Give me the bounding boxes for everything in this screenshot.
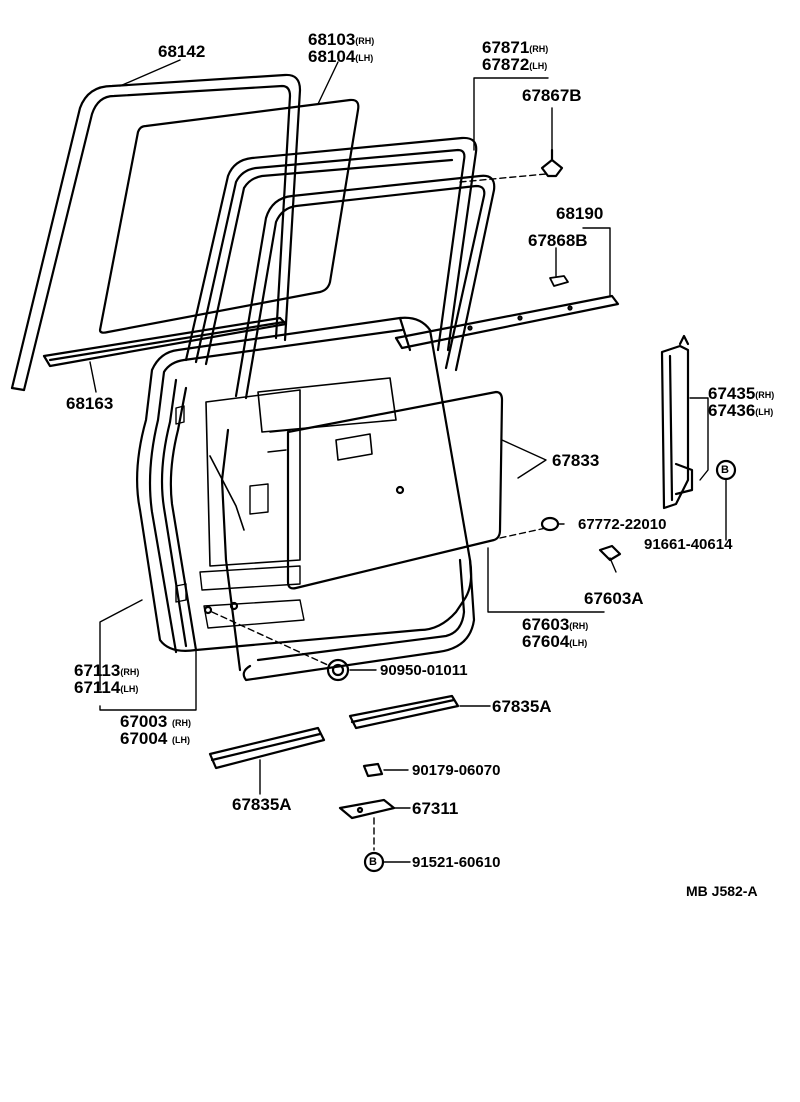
label-90950-01011: 90950-01011 xyxy=(380,662,468,679)
label-91521-60610: 91521-60610 xyxy=(412,854,501,871)
label-67604: 67604(LH) xyxy=(522,632,588,651)
marker-letter-91661: B xyxy=(721,464,729,476)
label-67311: 67311 xyxy=(412,799,459,818)
bolt-marker-91661 xyxy=(715,459,737,481)
window-run-channel-68142 xyxy=(10,73,302,392)
plug-90950 xyxy=(326,658,350,682)
belt-molding-68190 xyxy=(394,294,620,350)
scuff-plate-67835A-lower xyxy=(208,726,326,770)
label-68190: 68190 xyxy=(556,204,604,223)
scuff-plate-67835A-upper xyxy=(348,694,460,730)
bolt-marker-91521 xyxy=(363,851,385,873)
label-67833: 67833 xyxy=(552,451,600,470)
nut-90179 xyxy=(362,762,384,778)
service-hole-cover-67833 xyxy=(267,390,504,590)
diagram-code: MB J582-A xyxy=(686,883,758,899)
door-glass-68103 xyxy=(98,98,360,334)
label-67835A-upper: 67835A xyxy=(492,697,552,716)
label-68142: 68142 xyxy=(158,42,206,61)
marker-letter-91521: B xyxy=(369,856,377,868)
rear-channel-67435 xyxy=(660,334,694,510)
label-68163: 68163 xyxy=(66,394,114,413)
clip-67867B xyxy=(540,148,564,178)
label-67004: 67004 (LH) xyxy=(120,729,191,748)
plate-67311 xyxy=(338,798,396,820)
label-90179-06070: 90179-06070 xyxy=(412,762,501,779)
clip-67868B xyxy=(549,275,569,287)
label-67603: 67603(RH) xyxy=(522,615,589,634)
label-68103: 68103(RH) xyxy=(308,30,375,49)
label-67114: 67114(LH) xyxy=(74,678,139,697)
label-67867B: 67867B xyxy=(522,86,582,105)
label-68104: 68104(LH) xyxy=(308,47,374,66)
leader-lines xyxy=(89,59,727,863)
label-67872: 67872(LH) xyxy=(482,55,548,74)
part-67603A xyxy=(598,544,622,562)
label-67436: 67436(LH) xyxy=(708,401,774,420)
label-67868B: 67868B xyxy=(528,231,588,250)
label-91661-40614: 91661-40614 xyxy=(644,536,733,553)
frame-weatherstrip-67871 xyxy=(184,136,478,366)
label-67603A: 67603A xyxy=(584,589,644,608)
door-panel-67003 xyxy=(136,316,476,682)
label-67772-22010: 67772-22010 xyxy=(578,516,667,533)
label-67003: 67003 (RH) xyxy=(120,712,192,731)
label-67435: 67435(RH) xyxy=(708,384,775,403)
label-67113: 67113(RH) xyxy=(74,661,140,680)
label-67835A-lower: 67835A xyxy=(232,795,292,814)
weatherstrip-68163 xyxy=(42,316,288,368)
label-67871: 67871(RH) xyxy=(482,38,549,57)
door-sash-frame xyxy=(234,174,496,400)
